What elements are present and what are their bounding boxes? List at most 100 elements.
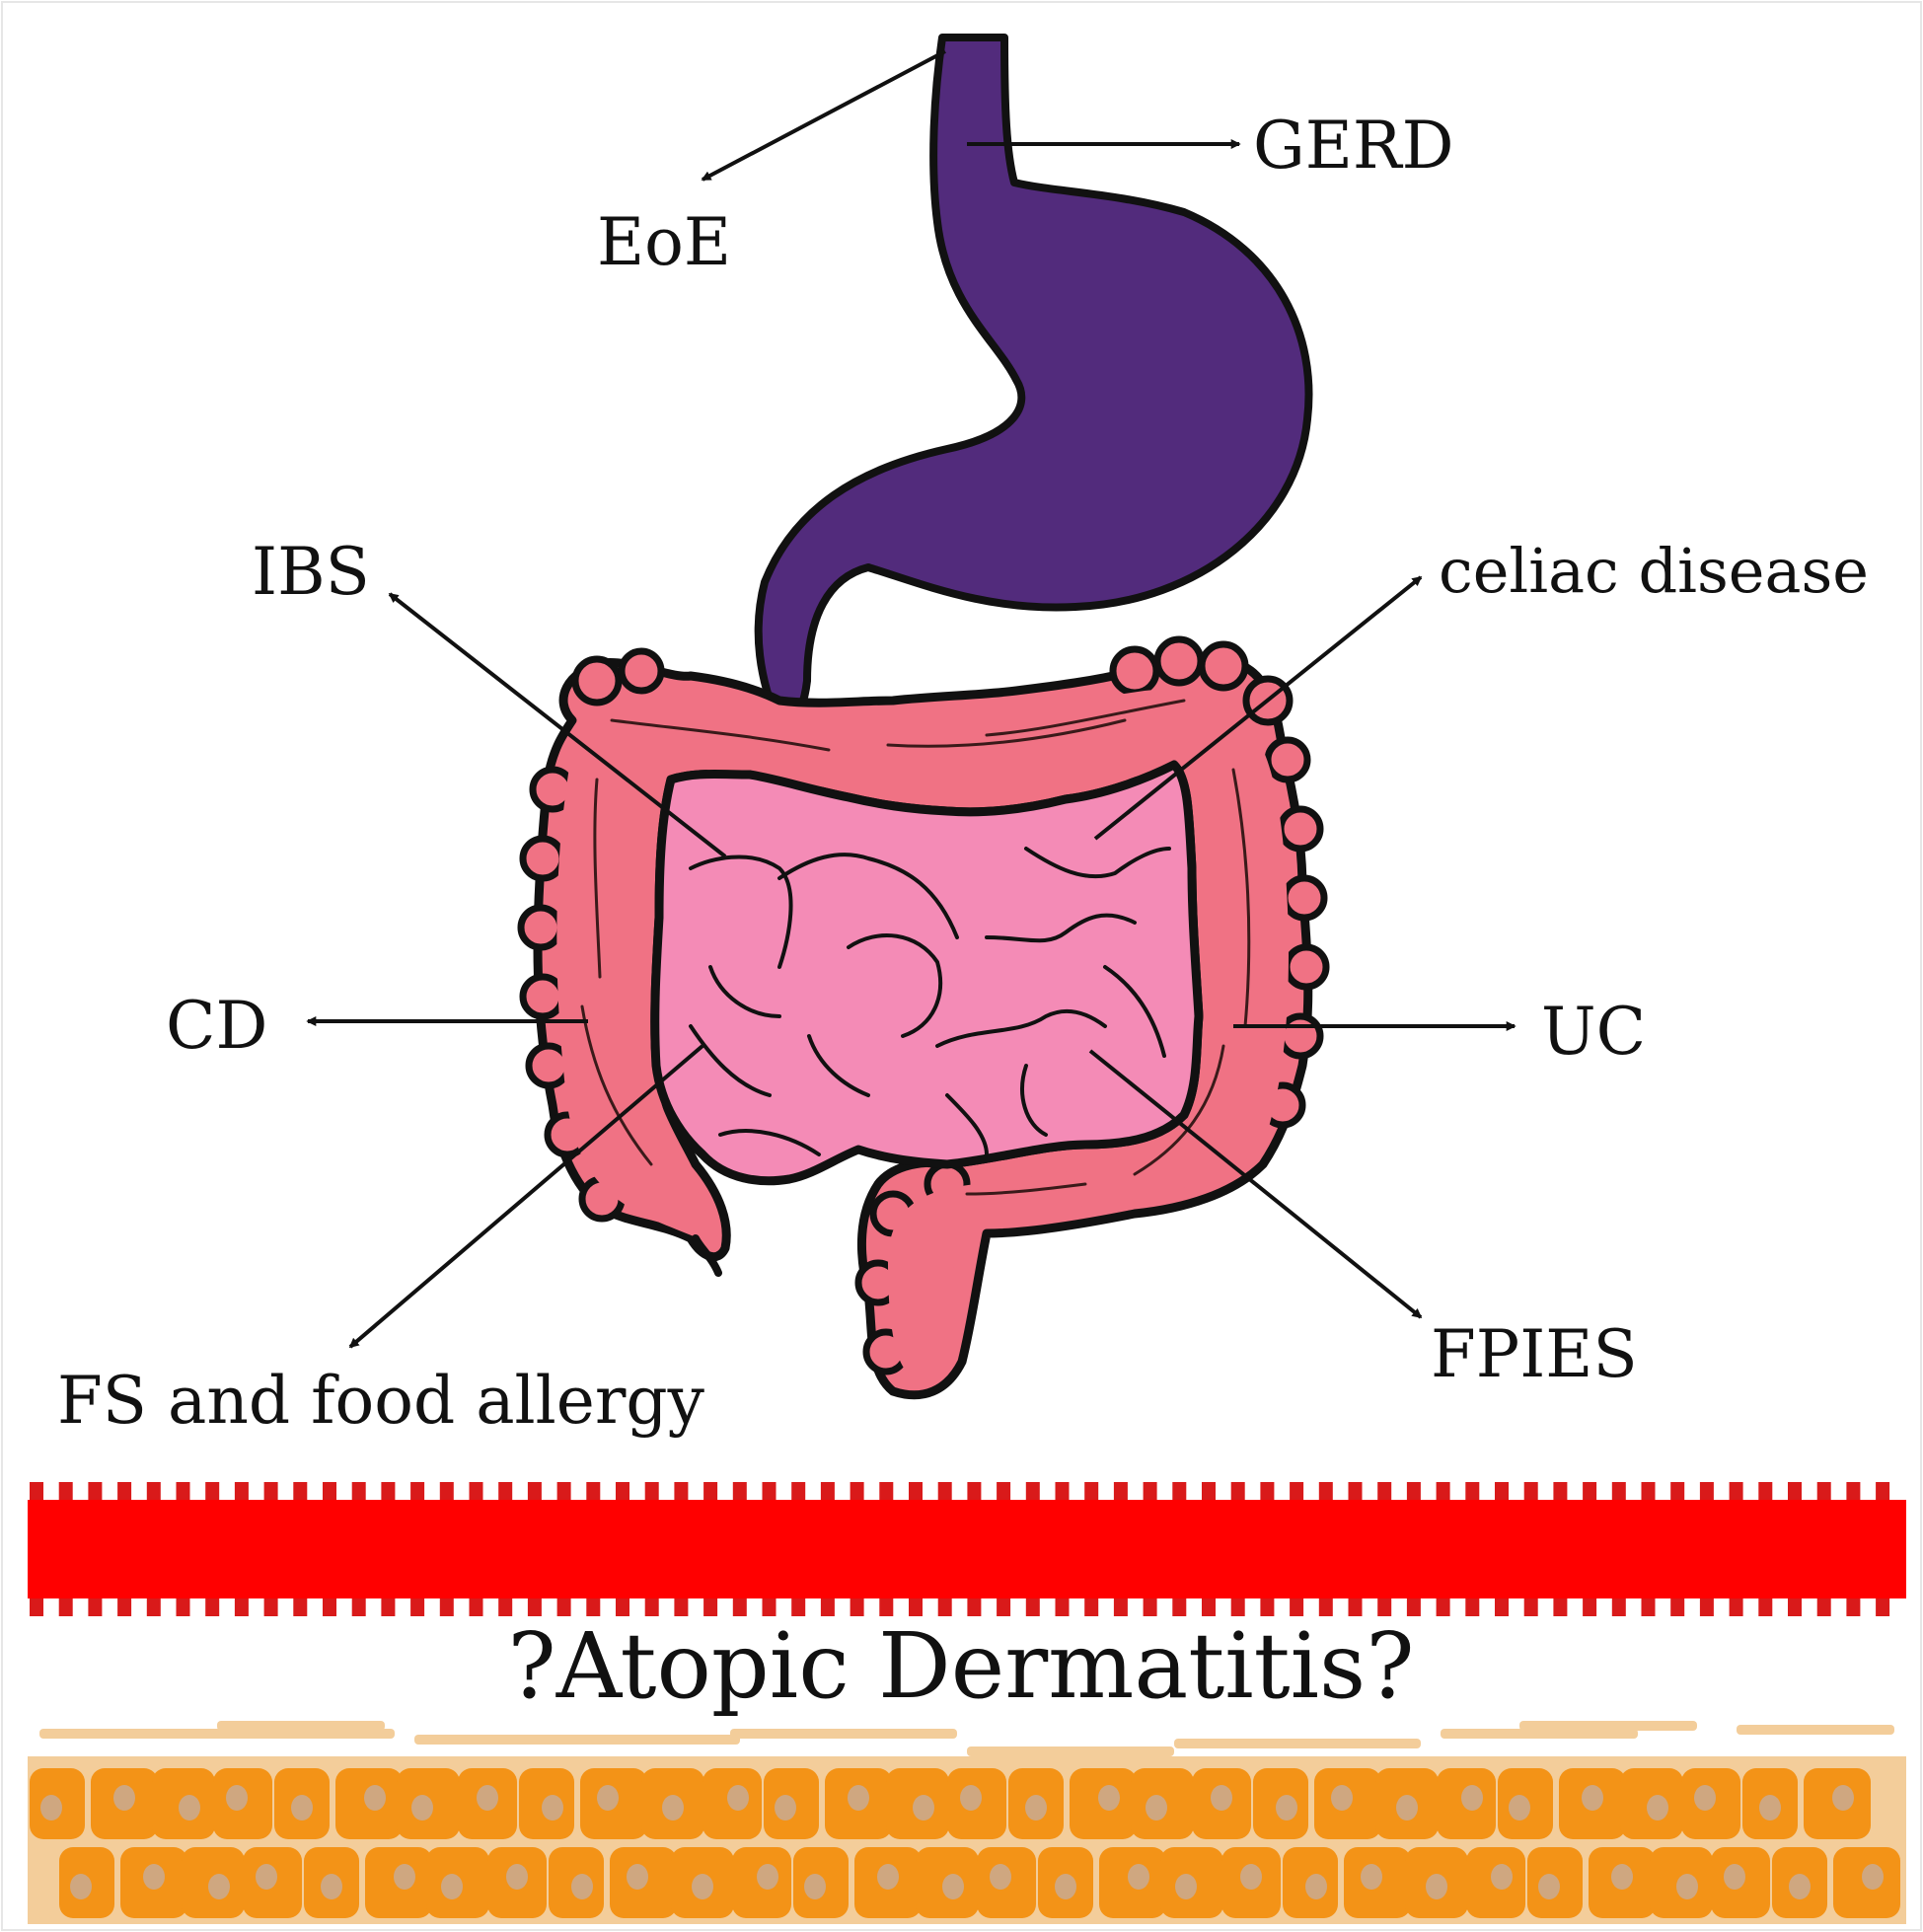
skin-cell-nucleus: [1305, 1874, 1327, 1899]
skin-cell-nucleus: [913, 1795, 934, 1821]
barrier-tooth-bottom: [1846, 1598, 1861, 1616]
skin-cell-nucleus: [441, 1874, 463, 1899]
arrow-fpies: [1088, 1049, 1423, 1319]
barrier-tooth-bottom: [58, 1598, 73, 1616]
barrier-tooth-top: [762, 1482, 777, 1500]
skin-cell-nucleus: [1025, 1795, 1047, 1821]
skin-cell-nucleus: [506, 1864, 528, 1890]
barrier-tooth-bottom: [146, 1598, 161, 1616]
barrier-core: [28, 1500, 1906, 1598]
barrier-tooth-bottom: [937, 1598, 952, 1616]
barrier-tooth-bottom: [381, 1598, 396, 1616]
barrier-tooth-bottom: [1406, 1598, 1421, 1616]
skin-cell-nucleus: [1724, 1864, 1745, 1890]
barrier-tooth-bottom: [997, 1598, 1011, 1616]
barrier-tooth-top: [556, 1482, 571, 1500]
barrier-tooth-top: [351, 1482, 366, 1500]
barrier-tooth-top: [879, 1482, 894, 1500]
barrier-tooth-top: [1699, 1482, 1714, 1500]
skin-flake: [730, 1729, 957, 1739]
label-fs-food-allergy: FS and food allergy: [57, 1363, 705, 1439]
barrier-tooth-bottom: [1113, 1598, 1128, 1616]
skin-cell-nucleus: [848, 1785, 869, 1811]
barrier-tooth-bottom: [616, 1598, 629, 1616]
barrier-tooth-bottom: [556, 1598, 571, 1616]
barrier-tooth-bottom: [263, 1598, 278, 1616]
barrier-tooth-top: [1318, 1482, 1333, 1500]
label-gerd: GERD: [1253, 108, 1454, 184]
skin-cell-nucleus: [571, 1874, 593, 1899]
skin-cell-nucleus: [1240, 1864, 1262, 1890]
barrier-tooth-top: [586, 1482, 601, 1500]
skin-cell-nucleus: [1694, 1785, 1716, 1811]
barrier-tooth-top: [967, 1482, 982, 1500]
barrier-tooth-top: [30, 1482, 43, 1500]
barrier-tooth-bottom: [586, 1598, 601, 1616]
barrier-tooth-top: [58, 1482, 73, 1500]
skin-cell-nucleus: [1098, 1785, 1120, 1811]
barrier-tooth-top: [527, 1482, 542, 1500]
barrier-tooth-bottom: [527, 1598, 542, 1616]
barrier-tooth-bottom: [1465, 1598, 1480, 1616]
barrier-tooth-bottom: [1318, 1598, 1333, 1616]
barrier-tooth-bottom: [703, 1598, 718, 1616]
barrier-tooth-bottom: [1202, 1598, 1216, 1616]
skin-cell-nucleus: [1211, 1785, 1232, 1811]
barrier-tooth-bottom: [30, 1598, 43, 1616]
barrier-tooth-bottom: [205, 1598, 220, 1616]
barrier-tooth-bottom: [1143, 1598, 1157, 1616]
barrier-tooth-top: [1758, 1482, 1773, 1500]
barrier-tooth-bottom: [1758, 1598, 1773, 1616]
arrow-ibs: [388, 592, 727, 858]
barrier-tooth-bottom: [1260, 1598, 1275, 1616]
barrier-tooth-top: [1055, 1482, 1070, 1500]
skin-cell-nucleus: [1426, 1874, 1447, 1899]
skin-cell-nucleus: [877, 1864, 899, 1890]
barrier-tooth-top: [1230, 1482, 1245, 1500]
skin-cell-nucleus: [477, 1785, 498, 1811]
barrier-tooth-top: [644, 1482, 659, 1500]
barrier-tooth-bottom: [1377, 1598, 1392, 1616]
barrier-tooth-top: [1670, 1482, 1685, 1500]
skin-cell-nucleus: [143, 1864, 165, 1890]
skin-cell-nucleus: [1509, 1795, 1530, 1821]
skin-flake: [1737, 1725, 1894, 1735]
skin-cell-nucleus: [1128, 1864, 1149, 1890]
barrier-tooth-top: [1436, 1482, 1450, 1500]
barrier-tooth-top: [1260, 1482, 1275, 1500]
gut-barrier-band: [28, 1482, 1906, 1616]
skin-cell-nucleus: [1538, 1874, 1560, 1899]
skin-cell-nucleus: [1611, 1864, 1633, 1890]
barrier-tooth-top: [1084, 1482, 1099, 1500]
skin-cell-nucleus: [804, 1874, 826, 1899]
skin-cell-nucleus: [1361, 1864, 1382, 1890]
skin-cell-nucleus: [1862, 1864, 1884, 1890]
barrier-tooth-top: [439, 1482, 454, 1500]
skin-cell-nucleus: [692, 1874, 713, 1899]
barrier-tooth-top: [1377, 1482, 1392, 1500]
skin-cell-nucleus: [364, 1785, 386, 1811]
barrier-tooth-top: [703, 1482, 718, 1500]
skin-cell-nucleus: [1832, 1785, 1854, 1811]
barrier-tooth-bottom: [323, 1598, 336, 1616]
skin-cell-nucleus: [40, 1795, 62, 1821]
barrier-tooth-top: [1495, 1482, 1509, 1500]
barrier-tooth-top: [1113, 1482, 1128, 1500]
skin-cell-nucleus: [1789, 1874, 1811, 1899]
skin-cell-nucleus: [208, 1874, 230, 1899]
barrier-tooth-bottom: [1290, 1598, 1304, 1616]
skin-flake: [967, 1746, 1174, 1756]
skin-flake: [1174, 1739, 1421, 1748]
barrier-tooth-bottom: [498, 1598, 513, 1616]
skin-cell-nucleus: [411, 1795, 433, 1821]
barrier-tooth-top: [997, 1482, 1011, 1500]
skin-cell-nucleus: [1146, 1795, 1167, 1821]
skin-cell-nucleus: [291, 1795, 313, 1821]
label-uc: UC: [1541, 994, 1646, 1070]
barrier-tooth-bottom: [1348, 1598, 1363, 1616]
barrier-tooth-bottom: [1055, 1598, 1070, 1616]
barrier-tooth-bottom: [644, 1598, 659, 1616]
barrier-tooth-top: [88, 1482, 103, 1500]
barrier-tooth-top: [469, 1482, 483, 1500]
atopic-dermatitis-label: ?Atopic Dermatitis?: [507, 1613, 1414, 1719]
